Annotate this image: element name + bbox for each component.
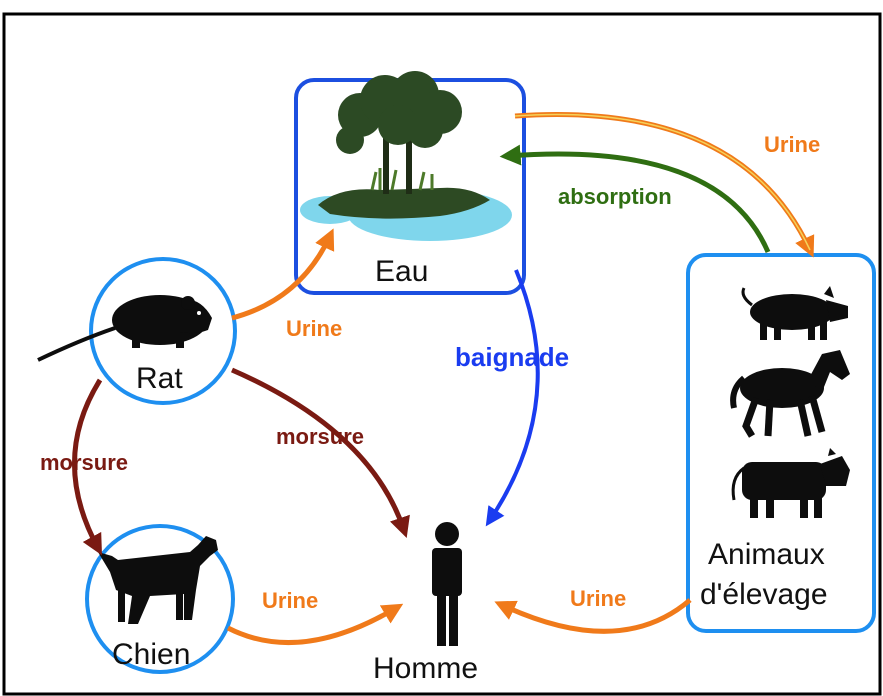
baignade-label: baignade: [455, 342, 569, 373]
animaux-label-line2: d'élevage: [700, 578, 828, 612]
morsure-rat-chien-label: morsure: [40, 450, 128, 476]
animaux-label-line1: Animaux: [708, 538, 825, 572]
urine-eau-animaux-label: Urine: [764, 132, 820, 158]
absorption-label: absorption: [558, 184, 672, 210]
urine-animaux-homme-label: Urine: [570, 586, 626, 612]
chien-label: Chien: [112, 638, 190, 672]
urine-rat-eau-label: Urine: [286, 316, 342, 342]
urine-chien-homme-label: Urine: [262, 588, 318, 614]
edge-morsure-rat-homme: [232, 370, 404, 530]
animaux-node: [688, 255, 874, 631]
eau-label: Eau: [375, 255, 428, 289]
rat-label: Rat: [136, 362, 183, 396]
homme-label: Homme: [373, 652, 478, 686]
morsure-rat-homme-label: morsure: [276, 424, 364, 450]
person-icon: [432, 522, 462, 646]
edge-baignade: [490, 270, 538, 520]
